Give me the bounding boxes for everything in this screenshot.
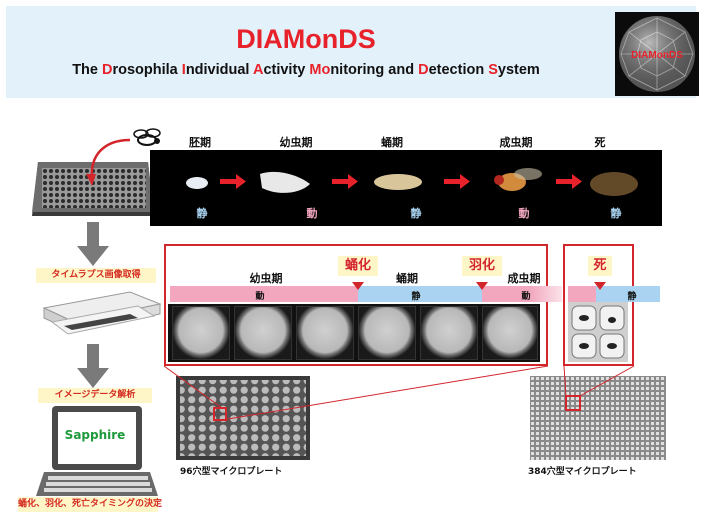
software-name: Sapphire: [64, 428, 126, 442]
bar-larva-state: 動: [255, 292, 265, 302]
bar-pupa-state: 静: [411, 292, 421, 302]
bar-dead-still: [596, 286, 660, 302]
page-title: DIAMonDS: [236, 24, 376, 54]
bar-pupa-still: [358, 286, 482, 302]
event-eclosion: 羽化: [462, 256, 502, 276]
well-strip: [168, 304, 540, 362]
fly-icon: [133, 128, 161, 146]
step-decision-label: 蛹化、羽化、死亡タイミングの決定: [18, 497, 162, 512]
down-arrow-icon-2: [77, 344, 109, 388]
step-timelapse-label: タイムラプス画像取得: [36, 268, 156, 283]
subtitle-part: ystem: [497, 62, 540, 78]
stage-state: 静: [610, 207, 622, 220]
well-6: [482, 306, 538, 360]
stage-label: 成虫期: [499, 136, 533, 149]
subtitle-part: rosophila: [112, 62, 182, 78]
bar-adult-move: [482, 286, 562, 302]
subtitle-part: ctivity: [263, 62, 310, 78]
well-3: [296, 306, 354, 360]
event-markers: [352, 282, 606, 290]
stage-label: 蛹期: [381, 136, 403, 149]
bar-adult-move-2: [568, 286, 596, 302]
stage-label: 胚期: [189, 136, 211, 149]
logo-text: DIAMonDS: [631, 50, 683, 61]
subtitle-part: D: [102, 62, 113, 78]
well-1: [172, 306, 230, 360]
stage-label: 死: [594, 136, 606, 149]
plate-384-label: 384穴型マイクロプレート: [528, 467, 637, 477]
death-box: [563, 244, 634, 366]
well-384-inset: [568, 302, 628, 362]
plate-96-label: 96穴型マイクロプレート: [180, 467, 283, 477]
subtitle-part: nitoring and: [330, 62, 419, 78]
subtitle-part: D: [418, 62, 429, 78]
event-pupariation: 蛹化: [338, 256, 378, 276]
bar-dead-state: 静: [627, 292, 637, 302]
well-2: [234, 306, 292, 360]
subtitle-part: etection: [428, 62, 489, 78]
stage-state: 動: [518, 207, 530, 220]
stage-state: 静: [410, 207, 422, 220]
stage-state: 静: [196, 207, 208, 220]
phase-adult-label: 成虫期: [507, 272, 541, 285]
event-death: 死: [588, 256, 612, 276]
subtitle-part: Mo: [309, 62, 331, 78]
stage-label: 幼虫期: [279, 136, 313, 149]
subtitle-part: I: [181, 62, 186, 78]
step-analysis-label: イメージデータ解析: [38, 388, 152, 403]
stage-state: 動: [306, 207, 318, 220]
timeline-box: [164, 244, 548, 366]
phase-larva-label: 幼虫期: [249, 272, 283, 285]
phase-pupa-label: 蛹期: [396, 272, 418, 285]
stage-images: [186, 168, 638, 196]
plate-384-photo: [530, 376, 666, 460]
well-5: [420, 306, 478, 360]
page-subtitle: The Drosophila Individual Activity Monit…: [6, 62, 606, 78]
subtitle-part: S: [488, 62, 498, 78]
bar-adult-state: 動: [521, 292, 531, 302]
down-arrow-icon: [77, 222, 109, 266]
subtitle-part: ndividual: [185, 62, 253, 78]
laptop-icon: [36, 406, 158, 496]
subtitle-part: The: [72, 62, 102, 78]
scanner-icon: [42, 291, 162, 335]
well-4: [358, 306, 416, 360]
bar-larva-move: [170, 286, 358, 302]
diamond-logo: DIAMonDS: [615, 12, 699, 96]
microplate-photo: [32, 138, 154, 216]
header-banner: DIAMonDS The Drosophila Individual Activ…: [6, 6, 699, 98]
subtitle-part: A: [252, 62, 264, 78]
